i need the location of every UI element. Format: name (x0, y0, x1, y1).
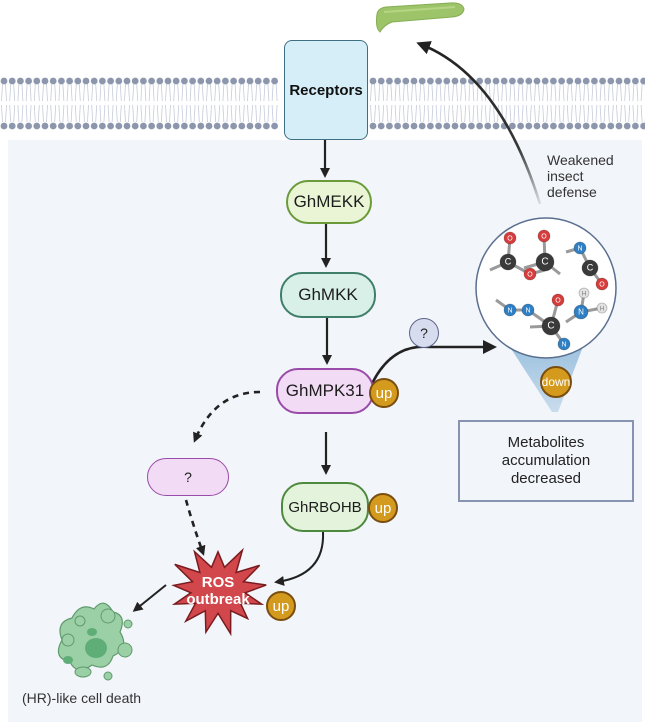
svg-text:N: N (507, 308, 512, 315)
ros-starburst-icon (171, 547, 267, 637)
svg-text:C: C (505, 257, 512, 267)
node-ghmkk[interactable]: GhMKK (280, 272, 376, 318)
node-ghmekk-label: GhMEKK (293, 192, 365, 211)
arrow-metabolites-to-insect (416, 41, 542, 205)
ghrbohb-up-badge-label: up (374, 499, 392, 517)
molecule-4: C O N (529, 293, 571, 351)
arrow-unknown-to-ros (184, 499, 206, 556)
unknown-mediator-label: ? (420, 325, 428, 341)
metabolites-box-line2: accumulation (501, 452, 591, 469)
svg-text:O: O (527, 272, 533, 279)
molecule-1: CO (523, 229, 561, 276)
svg-text:N: N (577, 246, 582, 253)
node-ghmkk-label: GhMKK (298, 285, 358, 304)
ros-label-line2: outbreak (186, 591, 250, 609)
metabolites-down-badge-label: down (541, 375, 571, 389)
svg-text:O: O (599, 282, 605, 289)
svg-text:O: O (507, 236, 513, 243)
svg-text:N: N (561, 342, 566, 349)
ros-up-badge-label: up (272, 597, 290, 615)
arrow-ros-to-cell-death (132, 584, 167, 612)
node-ghmekk[interactable]: GhMEKK (286, 180, 372, 224)
ghrbohb-up-badge: up (368, 493, 398, 523)
metabolites-result-box: Metabolites accumulation decreased (458, 420, 634, 502)
node-unknown[interactable]: ? (147, 458, 229, 496)
ghmpk31-up-badge-label: up (375, 384, 393, 402)
cell-death-icon (57, 602, 133, 681)
node-ghrbohb[interactable]: GhRBOHB (281, 482, 369, 532)
ros-label: ROS outbreak (178, 574, 258, 609)
node-unknown-label: ? (184, 469, 192, 485)
node-ghrbohb-label: GhRBOHB (288, 498, 362, 516)
metabolites-down-badge: down (540, 366, 572, 398)
node-ghmpk31[interactable]: GhMPK31 (276, 368, 374, 414)
insect-defense-label: Weakened insect defense (547, 152, 614, 200)
ros-label-line1: ROS (201, 574, 235, 591)
arrow-ghmpk31-to-unknown (193, 390, 261, 443)
receptor-box[interactable]: Receptors (284, 40, 368, 140)
molecule-0: C O O (489, 231, 546, 281)
cell-death-label: (HR)-like cell death (22, 690, 142, 706)
caterpillar-icon (375, 2, 465, 33)
metabolites-box-line1: Metabolites (507, 434, 585, 451)
molecule-5: N H H (565, 287, 608, 324)
insect-label-line1: Weakened (547, 152, 614, 168)
ros-up-badge: up (266, 591, 296, 621)
svg-text:N: N (525, 308, 530, 315)
svg-text:C: C (541, 257, 548, 268)
arrow-ghrbohb-to-ros (274, 531, 325, 586)
unknown-mediator-circle: ? (409, 318, 439, 348)
cell-membrane (0, 77, 645, 130)
svg-text:O: O (555, 298, 561, 305)
ghmpk31-up-badge: up (369, 378, 399, 408)
insect-label-line3: defense (547, 184, 597, 201)
svg-text:C: C (547, 321, 554, 332)
svg-text:H: H (600, 307, 604, 313)
svg-text:C: C (587, 263, 594, 273)
insect-label-line2: insect (547, 168, 584, 185)
node-ghmpk31-label: GhMPK31 (285, 381, 365, 400)
metabolites-box-line3: decreased (510, 470, 582, 487)
svg-text:N: N (578, 308, 584, 317)
molecule-2: N C O (565, 241, 609, 291)
svg-text:O: O (541, 234, 547, 241)
svg-text:H: H (582, 292, 586, 298)
receptor-label: Receptors (289, 81, 363, 99)
